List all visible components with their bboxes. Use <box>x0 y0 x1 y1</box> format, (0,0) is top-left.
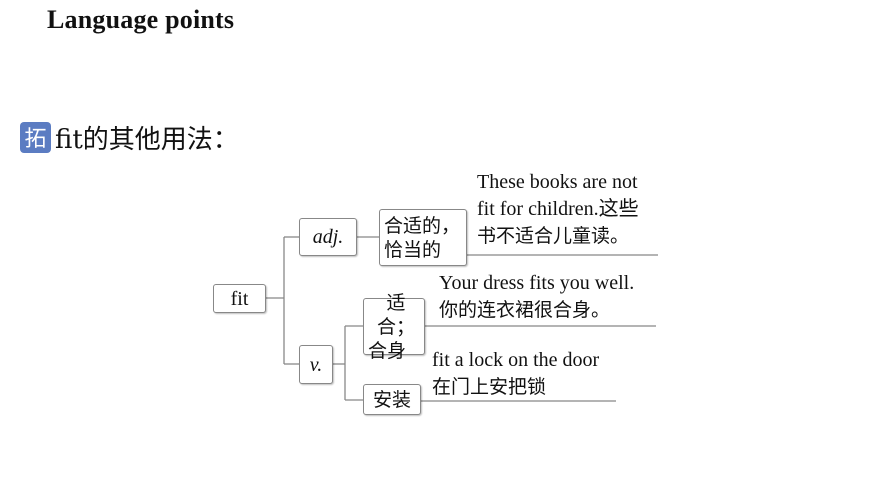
adj-example-line1: These books are not <box>477 171 638 193</box>
pos-adj-box: adj. <box>299 218 357 256</box>
adj-meaning-line2: 恰当的 <box>384 238 442 261</box>
adj-example: These books are not fit for children.这些 … <box>477 169 639 250</box>
v-meaning-fit-line2: 合身 <box>368 339 407 362</box>
v-meaning-fit-line1: 适合； <box>376 291 415 338</box>
adj-example-line2: fit for children.这些 <box>477 198 639 220</box>
subheading: 拓 fit的其他用法： <box>20 120 239 155</box>
v-meaning-fit-box: 适合； 合身 <box>363 292 425 362</box>
v-meaning-install-box: 安装 <box>363 384 421 415</box>
v-example-1-line2: 你的连衣裙很合身。 <box>439 299 611 321</box>
v-example-2-line1: fit a lock on the door <box>432 349 600 371</box>
adj-example-line3: 书不适合儿童读。 <box>477 225 630 247</box>
adj-meaning-line1: 合适的， <box>384 214 461 237</box>
v-example-2: fit a lock on the door 在门上安把锁 <box>432 347 599 401</box>
tuo-extension-icon: 拓 <box>20 121 51 153</box>
root-word-fit: fit <box>213 284 266 313</box>
v-example-2-line2: 在门上安把锁 <box>432 376 547 398</box>
v-example-1-line1: Your dress fits you well. <box>439 272 635 294</box>
page-title: Language points <box>47 5 235 34</box>
v-example-1: Your dress fits you well. 你的连衣裙很合身。 <box>439 270 634 324</box>
subheading-text: fit的其他用法： <box>55 124 239 155</box>
pos-v-box: v. <box>299 345 333 384</box>
adj-meaning-box: 合适的， 恰当的 <box>379 209 467 266</box>
